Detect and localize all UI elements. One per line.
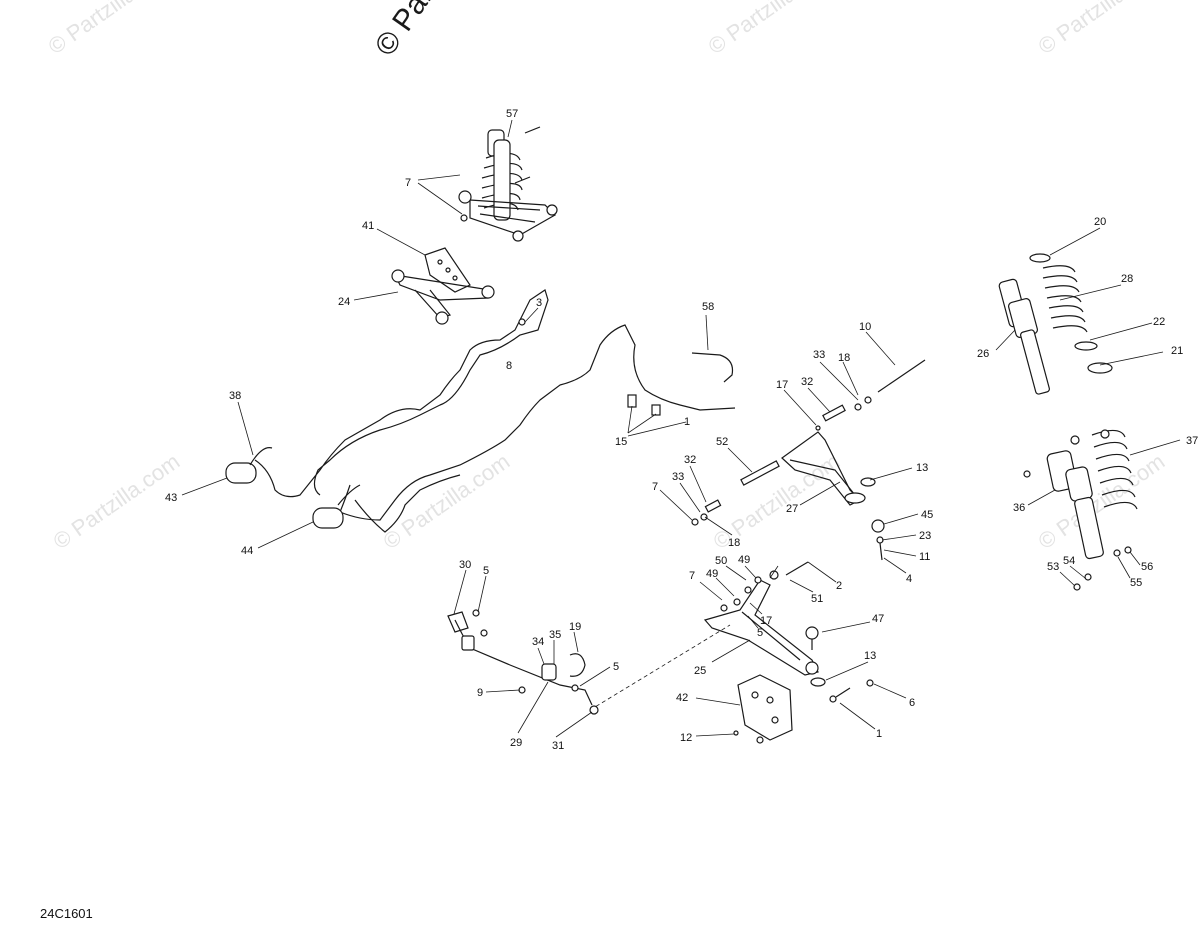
callout-32: 32 — [801, 376, 813, 388]
callout-22: 22 — [1153, 316, 1165, 328]
callout-13: 13 — [916, 462, 928, 474]
callout-49: 49 — [738, 554, 750, 566]
callout-34: 34 — [532, 636, 544, 648]
callout-1: 1 — [684, 416, 690, 428]
callout-13b: 13 — [864, 650, 876, 662]
callout-32b: 32 — [684, 454, 696, 466]
watermark: © Partzilla.com — [49, 449, 185, 555]
callout-49b: 49 — [706, 568, 718, 580]
callout-37: 37 — [1186, 435, 1198, 447]
callout-53: 53 — [1047, 561, 1059, 573]
callout-18b: 18 — [728, 537, 740, 549]
rear-shock-assembly — [458, 126, 558, 242]
callout-7b: 7 — [652, 481, 658, 493]
diagram-code: 24C1601 — [40, 906, 93, 921]
callout-2: 2 — [836, 580, 842, 592]
callout-54: 54 — [1063, 555, 1075, 567]
callout-6: 6 — [909, 697, 915, 709]
watermark: © Partzilla.com — [379, 449, 515, 555]
callout-17b: 17 — [760, 615, 772, 627]
callout-11: 11 — [919, 551, 930, 563]
callout-58: 58 — [702, 301, 714, 313]
callout-5b: 5 — [613, 661, 619, 673]
watermark: © Partzilla.com — [1034, 0, 1170, 59]
callout-56: 56 — [1141, 561, 1153, 573]
callout-10: 10 — [859, 321, 871, 333]
callout-28: 28 — [1121, 273, 1133, 285]
callout-38: 38 — [229, 390, 241, 402]
callout-3: 3 — [536, 297, 542, 309]
callout-18: 18 — [838, 352, 850, 364]
callout-15: 15 — [615, 436, 627, 448]
front-shock-assembly — [998, 253, 1113, 395]
callout-20: 20 — [1094, 216, 1106, 228]
watermark-main: © Partzilla.com — [369, 0, 512, 62]
upper-a-arm — [691, 359, 926, 561]
callout-47: 47 — [872, 613, 884, 625]
callout-35: 35 — [549, 629, 561, 641]
callout-21: 21 — [1171, 345, 1183, 357]
callout-31: 31 — [552, 740, 564, 752]
callout-4: 4 — [906, 573, 912, 585]
leader-lines — [181, 119, 1181, 738]
callout-55: 55 — [1130, 577, 1142, 589]
callout-50: 50 — [715, 555, 727, 567]
callout-1b: 1 — [876, 728, 882, 740]
callout-7: 7 — [405, 177, 411, 189]
callout-57: 57 — [506, 108, 518, 120]
callout-33: 33 — [813, 349, 825, 361]
callout-45: 45 — [921, 509, 933, 521]
callout-23: 23 — [919, 530, 931, 542]
callout-7c: 7 — [689, 570, 695, 582]
callout-8: 8 — [506, 360, 512, 372]
callout-43: 43 — [165, 492, 177, 504]
callout-labels: 57 7 41 24 3 8 58 38 43 44 10 33 18 17 3… — [165, 108, 1198, 752]
watermark: © Partzilla.com — [704, 0, 840, 59]
callout-9: 9 — [477, 687, 483, 699]
watermark-layer: © Partzilla.com © Partzilla.com © Partzi… — [44, 0, 1170, 554]
callout-29: 29 — [510, 737, 522, 749]
callout-36: 36 — [1013, 502, 1025, 514]
callout-5c: 5 — [757, 627, 763, 639]
sway-bar-assembly — [447, 609, 599, 715]
upper-arm-bracket — [391, 247, 495, 325]
callout-24: 24 — [338, 296, 350, 308]
callout-41: 41 — [362, 220, 374, 232]
callout-42: 42 — [676, 692, 688, 704]
brake-lines — [225, 289, 736, 533]
callout-19: 19 — [569, 621, 581, 633]
callout-5: 5 — [483, 565, 489, 577]
callout-25: 25 — [694, 665, 706, 677]
callout-51: 51 — [811, 593, 823, 605]
lower-a-arm — [589, 561, 874, 744]
callout-26: 26 — [977, 348, 989, 360]
callout-33b: 33 — [672, 471, 684, 483]
callout-52: 52 — [716, 436, 728, 448]
callout-12: 12 — [680, 732, 692, 744]
watermark: © Partzilla.com — [44, 0, 180, 59]
callout-17: 17 — [776, 379, 788, 391]
rear-right-shock-assembly — [1023, 429, 1138, 591]
callout-27: 27 — [786, 503, 798, 515]
callout-30: 30 — [459, 559, 471, 571]
callout-44: 44 — [241, 545, 253, 557]
